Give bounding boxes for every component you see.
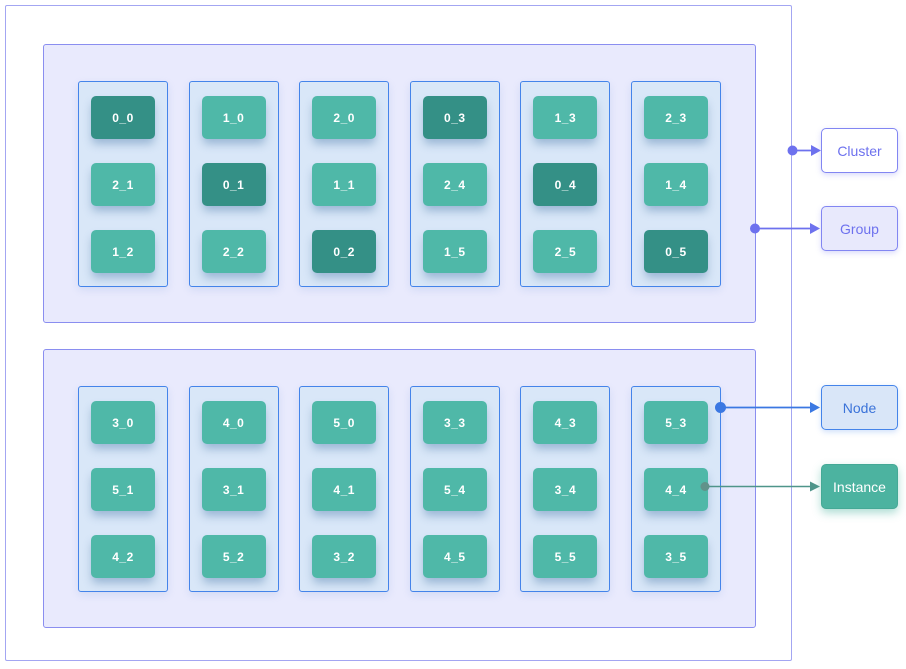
instance-box: 2_1	[91, 163, 155, 206]
instance-box: 0_3	[422, 96, 487, 139]
node-box: 2_0 1_1 0_2	[299, 81, 390, 287]
instance-box: 5_4	[422, 468, 487, 511]
instance-box: 2_2	[201, 230, 266, 273]
instance-box: 5_2	[201, 535, 266, 578]
instance-box: 5_0	[312, 401, 377, 444]
instance-box: 2_5	[533, 230, 598, 273]
instance-box: 1_3	[533, 96, 598, 139]
instance-box: 3_4	[533, 468, 598, 511]
group-label: Group	[821, 206, 898, 251]
instance-box: 2_4	[422, 163, 487, 206]
node-box: 4_0 3_1 5_2	[188, 386, 279, 592]
instance-box: 2_3	[643, 96, 708, 139]
instance-box: 3_1	[201, 468, 266, 511]
node-box: 0_3 2_4 1_5	[409, 81, 500, 287]
instance-box: 5_5	[533, 535, 598, 578]
node-box: 1_3 0_4 2_5	[520, 81, 611, 287]
group-box-bottom: 3_0 5_1 4_2 4_0 3_1 5_2 5_0 4_1 3_2 3_3 5_4 4_5 4_3 3…	[43, 349, 756, 628]
instance-box: 0_2	[312, 230, 377, 273]
instance-box: 4_4	[643, 468, 708, 511]
instance-box: 4_5	[422, 535, 487, 578]
group-arrow-icon	[810, 223, 820, 234]
instance-box: 3_5	[643, 535, 708, 578]
node-box: 3_3 5_4 4_5	[409, 386, 500, 592]
instance-box: 1_0	[201, 96, 266, 139]
instance-box: 1_4	[643, 163, 708, 206]
node-label: Node	[821, 385, 898, 430]
instance-box: 1_2	[91, 230, 155, 273]
node-box: 5_0 4_1 3_2	[299, 386, 390, 592]
instance-box: 4_2	[91, 535, 155, 578]
instance-box: 1_5	[422, 230, 487, 273]
instance-box: 5_3	[643, 401, 708, 444]
instance-box: 4_3	[533, 401, 598, 444]
cluster-arrow-icon	[811, 145, 821, 156]
cluster-box: 0_0 2_1 1_2 1_0 0_1 2_2 2_0 1_1 0_2 0_3 2_4 1_5 1_3 0…	[5, 5, 792, 661]
instance-box: 0_5	[643, 230, 708, 273]
group-box-top: 0_0 2_1 1_2 1_0 0_1 2_2 2_0 1_1 0_2 0_3 2_4 1_5 1_3 0…	[43, 44, 756, 323]
instance-box: 2_0	[312, 96, 377, 139]
node-arrow-icon	[810, 402, 820, 413]
node-box: 0_0 2_1 1_2	[78, 81, 168, 287]
instance-box: 3_2	[312, 535, 377, 578]
instance-label: Instance	[821, 464, 898, 509]
instance-box: 0_0	[91, 96, 155, 139]
instance-box: 1_1	[312, 163, 377, 206]
instance-box: 3_3	[422, 401, 487, 444]
node-box: 1_0 0_1 2_2	[188, 81, 279, 287]
instance-arrow-icon	[810, 481, 820, 492]
node-box: 3_0 5_1 4_2	[78, 386, 168, 592]
instance-box: 4_0	[201, 401, 266, 444]
instance-box: 3_0	[91, 401, 155, 444]
node-box: 4_3 3_4 5_5	[520, 386, 611, 592]
instance-box: 4_1	[312, 468, 377, 511]
cluster-label: Cluster	[821, 128, 898, 173]
node-box: 2_3 1_4 0_5	[630, 81, 721, 287]
node-box: 5_3 4_4 3_5	[630, 386, 721, 592]
instance-box: 0_1	[201, 163, 266, 206]
instance-box: 5_1	[91, 468, 155, 511]
instance-box: 0_4	[533, 163, 598, 206]
